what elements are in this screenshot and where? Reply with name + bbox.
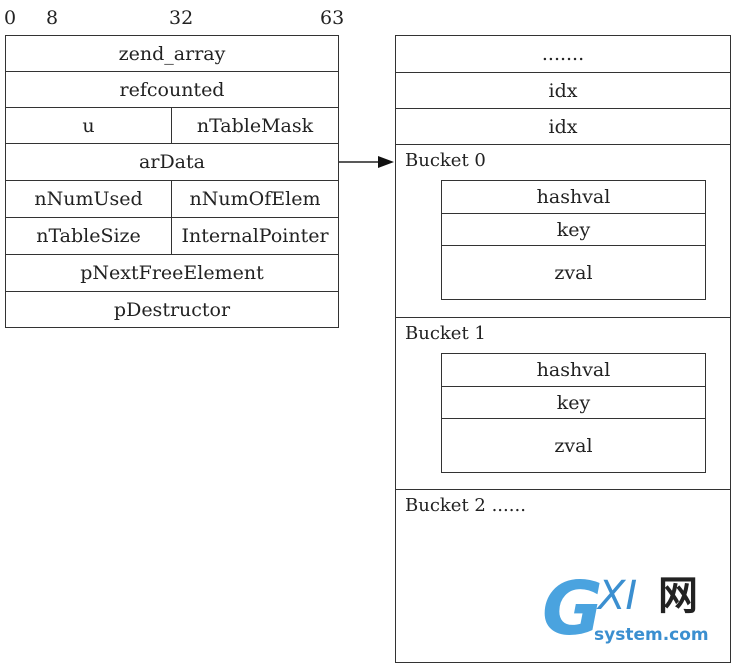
ntablesize-cell: nTableSize bbox=[5, 217, 172, 255]
bucket-2 bbox=[395, 489, 731, 663]
bit-offset-0: 0 bbox=[4, 7, 17, 29]
watermark-xi-glyph: XI bbox=[598, 573, 638, 619]
internalpointer-cell: InternalPointer bbox=[171, 217, 339, 255]
bucket-0-hashval-cell: hashval bbox=[441, 180, 706, 214]
bit-offset-32: 32 bbox=[169, 7, 194, 29]
bucket-0-zval-cell: zval bbox=[441, 245, 706, 300]
idx-cell-1: idx bbox=[395, 72, 731, 109]
bucket-1-key-cell: key bbox=[441, 386, 706, 419]
ntablemask-cell: nTableMask bbox=[171, 107, 339, 144]
bucket-0-key-cell: key bbox=[441, 213, 706, 246]
nnumofelem-cell: nNumOfElem bbox=[171, 180, 339, 218]
pdestructor-cell: pDestructor bbox=[5, 291, 339, 328]
bucket-0-title: Bucket 0 bbox=[405, 150, 486, 171]
hash-top-ellipsis-cell: ....... bbox=[395, 35, 731, 73]
watermark-wang-glyph: 网 bbox=[658, 573, 698, 619]
zend-array-title-cell: zend_array bbox=[5, 35, 339, 72]
bucket-1-zval-cell: zval bbox=[441, 418, 706, 473]
idx-cell-2: idx bbox=[395, 108, 731, 145]
watermark-g-glyph: G bbox=[542, 566, 603, 652]
bit-offset-8: 8 bbox=[46, 7, 59, 29]
bucket-1-hashval-cell: hashval bbox=[441, 353, 706, 387]
u-cell: u bbox=[5, 107, 172, 144]
bit-offset-63: 63 bbox=[320, 7, 345, 29]
watermark-site-text: system.com bbox=[594, 625, 709, 645]
bucket-2-title: Bucket 2 ...... bbox=[405, 495, 526, 516]
pnextfreeelement-cell: pNextFreeElement bbox=[5, 254, 339, 292]
ardata-cell: arData bbox=[5, 143, 339, 181]
nnumused-cell: nNumUsed bbox=[5, 180, 172, 218]
watermark-logo: G XI 网 system.com bbox=[536, 570, 736, 666]
bucket-1-title: Bucket 1 bbox=[405, 323, 486, 344]
